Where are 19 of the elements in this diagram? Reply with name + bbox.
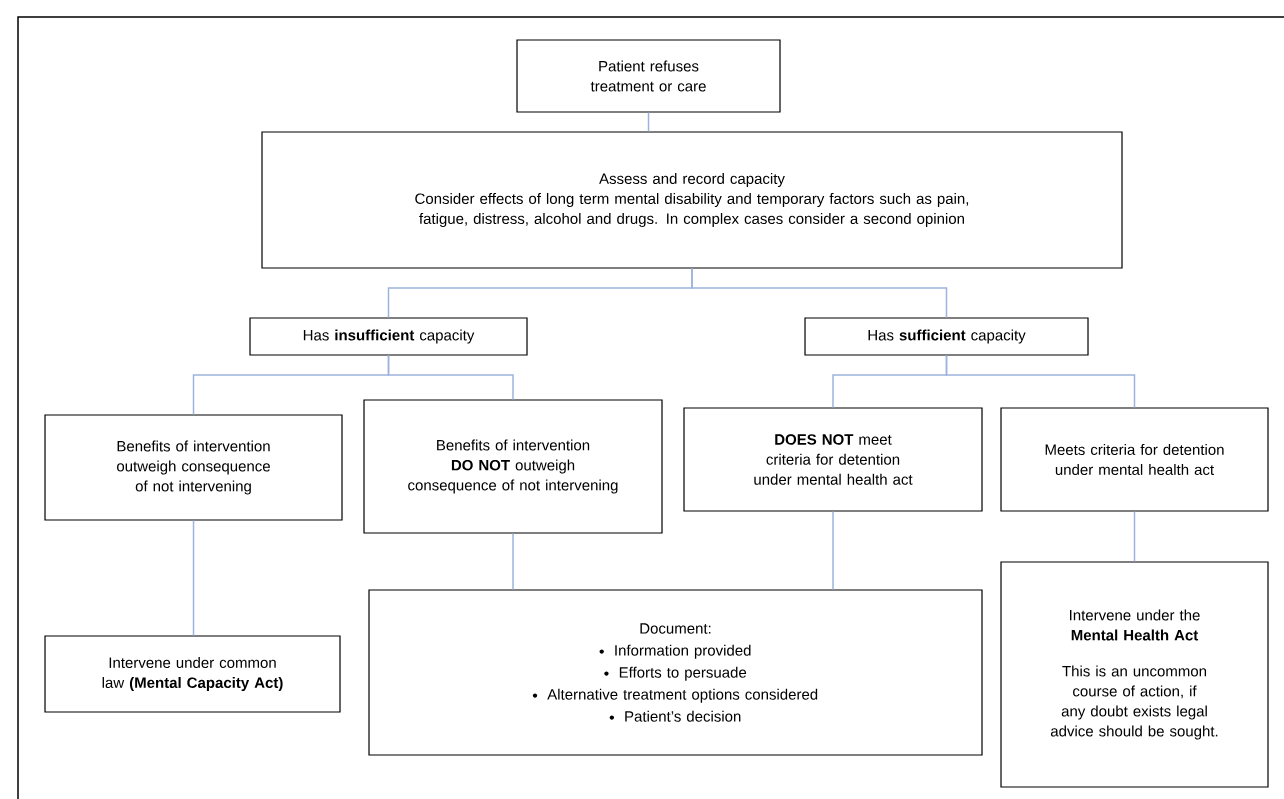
connector-line	[512, 532, 514, 591]
connector-line	[647, 111, 650, 133]
process-box: Patient refuses treatment or care	[516, 39, 781, 113]
connector-line	[691, 267, 948, 319]
connector-line	[832, 510, 834, 591]
process-box: Has insufficient capacity	[249, 317, 528, 356]
process-box: Assess and record capacity Consider effects of long term mental disability and temporary factors such as pain, fatigue, distress, alcohol and drugs. In complex cases consider a second opinion	[261, 131, 1123, 269]
process-box: Benefits of intervention DO NOT outweigh consequence of not intervening	[363, 399, 663, 534]
process-box: Has sufficient capacity	[804, 317, 1089, 356]
connector-line	[387, 354, 514, 401]
process-box: DOES NOT meet criteria for detention under mental health act	[683, 407, 983, 512]
connector-line	[1133, 510, 1136, 563]
process-box: Benefits of intervention outweigh consequence of not intervening	[44, 414, 343, 521]
process-box: Intervene under the Mental Health Act This is an uncommon course of action, if any doubt exists legal advice should be sought.	[1000, 561, 1269, 788]
process-box: Document: Information provided Efforts to persuade Alternative treatment options considered Patient’s decision	[368, 589, 983, 756]
connector-line	[945, 354, 1136, 409]
process-box: Meets criteria for detention under mental health act	[1000, 407, 1269, 512]
connector-line	[192, 519, 195, 637]
process-box: Intervene under common law (Mental Capacity Act)	[44, 635, 341, 713]
